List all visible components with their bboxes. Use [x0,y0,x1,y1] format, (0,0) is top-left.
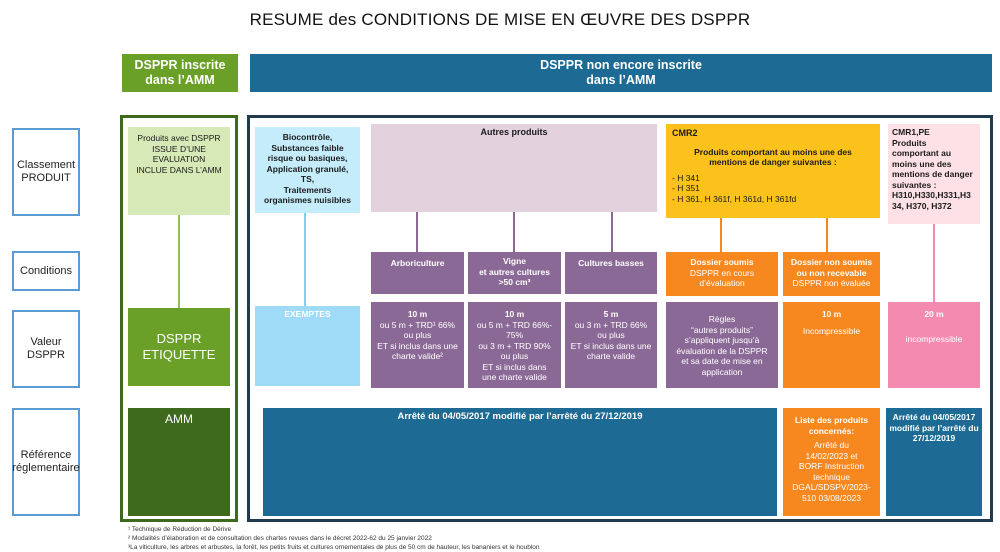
dossier-non-soumis-text: DSPPR non évaluée [792,278,871,288]
cmr1-valeur-text: incompressible [905,333,963,344]
amm-reference-label: AMM [165,412,193,426]
cmr2-classement-box: CMR2 Produits comportant au moins une de… [666,124,880,218]
reference-cmr2-box: Liste des produits concernés: Arrêté du … [783,408,880,516]
reference-cmr2-text: Arrêté du 14/02/2023 et BORF Instruction… [792,440,871,503]
valeur-cultures-detail: ou 3 m + TRD 66% ou plus ET si inclus da… [570,319,652,362]
valeur-arboriculture: 10 m ou 5 m + TRD¹ 66% ou plus ET si inc… [371,302,464,388]
condition-dossier-non-soumis: Dossier non soumis ou non recevable DSPP… [783,252,880,296]
cmr1-classement-box: CMR1,PE Produits comportant au moins une… [888,124,980,224]
amm-valeur-box: DSPPR ETIQUETTE [128,308,230,386]
footnote-3: ³La viticulture, les arbres et arbustes,… [128,544,540,551]
footnote-1: ¹ Technique de Réduction de Dérive [128,526,232,533]
cmr1-valeur-box: 20 m incompressible [888,302,980,388]
condition-vigne: Vigne et autres cultures >50 cm³ [468,252,561,294]
biocontrole-connector [304,213,306,306]
row-label-valeur: Valeur DSPPR [12,310,80,388]
valeur-non-soumis-main: 10 m [821,309,842,319]
reference-main-box: Arrêté du 04/05/2017 modifié par l’arrêt… [263,408,777,516]
valeur-cultures-basses: 5 m ou 3 m + TRD 66% ou plus ET si inclu… [565,302,657,388]
biocontrole-classement-box: Biocontrôle, Substances faible risque ou… [255,127,360,213]
valeur-arboriculture-detail: ou 5 m + TRD¹ 66% ou plus ET si inclus d… [377,319,458,362]
condition-cultures-basses: Cultures basses [565,252,657,294]
header-dsppr-non-inscrite: DSPPR non encore inscrite dans l’AMM [250,54,992,92]
valeur-dossier-soumis: Règles “autres produits” s’appliquent ju… [666,302,778,388]
cmr1-valeur-main: 20 m [924,309,944,319]
dossier-soumis-text: DSPPR en cours d’évaluation [689,267,755,289]
valeur-vigne-detail: ou 5 m + TRD 66%- 75% ou 3 m + TRD 90% o… [476,319,553,383]
dossier-soumis-title: Dossier soumis [690,257,754,267]
biocontrole-valeur-box: EXEMPTES [255,306,360,386]
dossier-non-soumis-title: Dossier non soumis ou non recevable [790,257,873,278]
amm-reference-box: AMM [128,408,230,516]
row-label-classement: Classement PRODUIT [12,128,80,216]
valeur-arboriculture-main: 10 m [407,309,428,319]
vigne-connector [513,212,515,252]
cmr2-title: CMR2 [672,128,698,138]
row-label-conditions: Conditions [12,251,80,291]
footnote-2: ² Modalités d’élaboration et de consulta… [128,535,432,542]
frame-non-inscrite [247,115,993,522]
cultures-connector [611,212,613,252]
amm-classement-box: Produits avec DSPPR ISSUE D’UNE EVALUATI… [128,127,230,215]
condition-arboriculture: Arboriculture [371,252,464,294]
cmr2-non-connector [826,218,828,252]
reference-cmr2-title: Liste des produits concernés: [794,415,869,436]
page-title: RESUME des CONDITIONS DE MISE EN ŒUVRE D… [249,10,751,29]
row-label-reference: Référence réglementaire [12,408,80,516]
cmr1-connector [933,224,935,302]
valeur-vigne: 10 m ou 5 m + TRD 66%- 75% ou 3 m + TRD … [468,302,561,388]
valeur-non-soumis-text: Incompressible [802,325,861,336]
autres-produits-header: Autres produits [371,124,657,212]
frame-amm-column [120,115,238,522]
reference-main-text: Arrêté du 04/05/2017 modifié par l’arrêt… [397,411,643,422]
cmr2-soumis-connector [720,218,722,252]
arboriculture-connector [416,212,418,252]
valeur-cultures-main: 5 m [603,309,619,319]
valeur-vigne-main: 10 m [504,309,525,319]
reference-cmr1-box: Arrêté du 04/05/2017 modifié par l’arrêt… [886,408,982,516]
valeur-dossier-non-soumis: 10 m Incompressible [783,302,880,388]
cmr2-hazard-list: - H 341 - H 351 - H 361, H 361f, H 361d,… [672,172,797,204]
header-dsppr-inscrite: DSPPR inscrite dans l’AMM [122,54,238,92]
cmr2-subtitle: Produits comportant au moins une des men… [694,146,852,168]
amm-connector [178,215,180,308]
condition-dossier-soumis: Dossier soumis DSPPR en cours d’évaluati… [666,252,778,296]
